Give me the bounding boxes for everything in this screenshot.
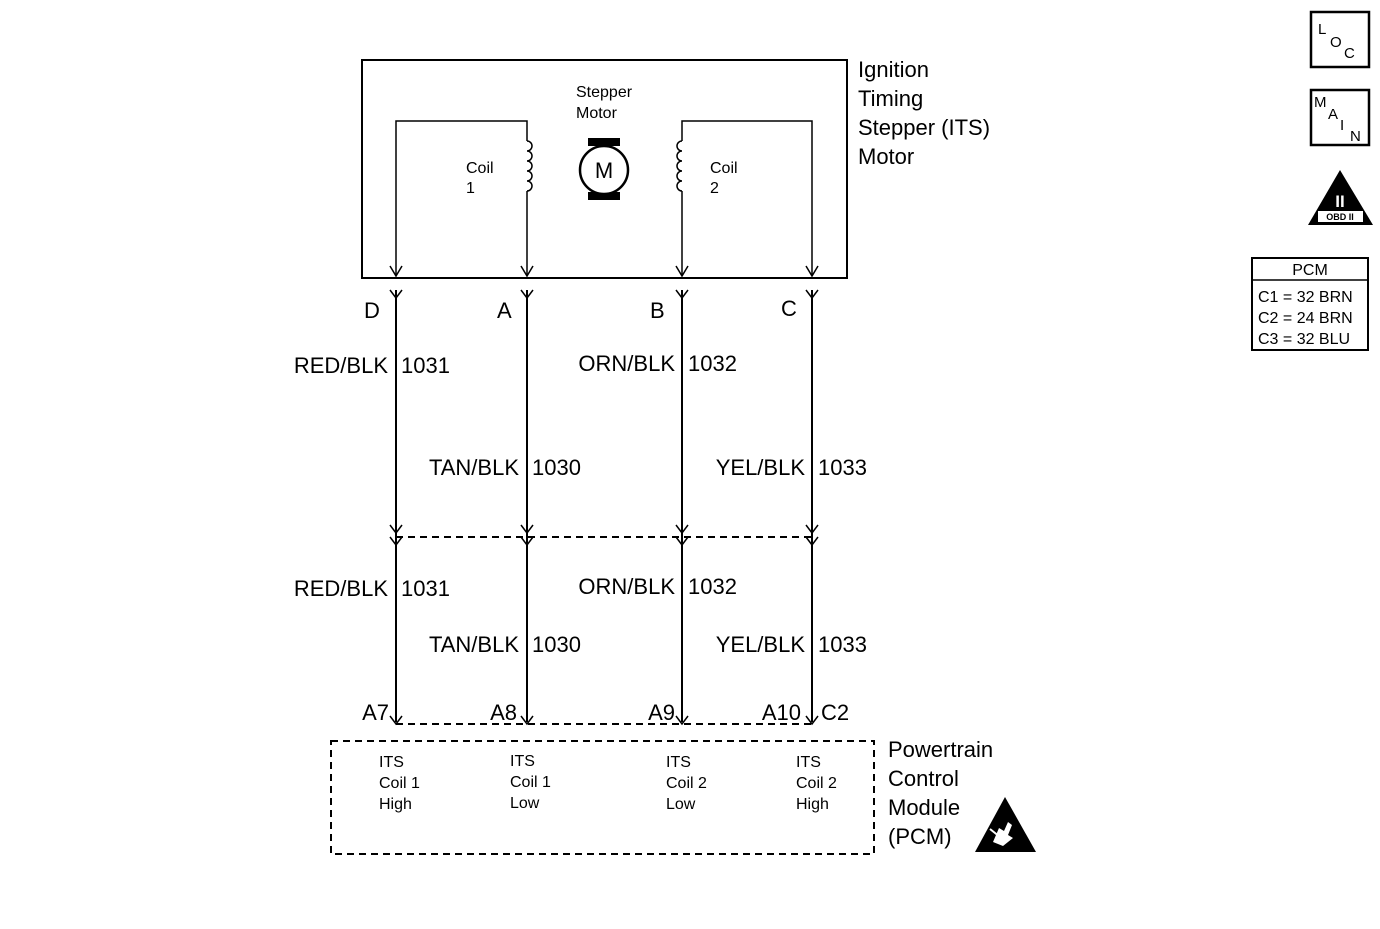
pin-c-label: C: [781, 296, 797, 321]
pcm-term-3-line-2: Coil 2: [666, 775, 707, 792]
connector-table-row-1: C1 = 32 BRN: [1258, 289, 1353, 306]
pcm-box: [330, 740, 875, 855]
svg-text:OBD II: OBD II: [1326, 212, 1354, 222]
pcm-pin-a9: A9: [648, 700, 675, 725]
pcm-term-2-line-2: Coil 1: [510, 774, 551, 791]
pcm-term-1-line-2: Coil 1: [379, 775, 420, 792]
svg-text:O: O: [1330, 34, 1342, 51]
connector-table: PCM C1 = 32 BRN C2 = 24 BRN C3 = 32 BLU: [1251, 257, 1369, 351]
loc-icon[interactable]: L O C: [1309, 10, 1371, 69]
its-title-line-4: Motor: [858, 144, 914, 169]
pcm-pin-a7: A7: [362, 700, 389, 725]
svg-text:L: L: [1318, 21, 1326, 38]
pin-b-label: B: [650, 298, 665, 323]
pcm-term-3-line-1: ITS: [666, 754, 691, 771]
pcm-term-1-line-3: High: [379, 796, 412, 813]
coil-1-label-2: 1: [466, 180, 475, 197]
stepper-motor-label-2: Motor: [576, 105, 618, 122]
pcm-connector-c2: C2: [821, 700, 849, 725]
svg-text:C: C: [1344, 45, 1355, 62]
wire-b-circuit-upper: 1032: [688, 351, 737, 376]
wire-b-color-upper: ORN/BLK: [578, 351, 675, 376]
wire-a-color-upper: TAN/BLK: [429, 455, 519, 480]
its-title-line-3: Stepper (ITS): [858, 115, 990, 140]
svg-text:M: M: [595, 158, 613, 183]
wire-d-color-lower: RED/BLK: [294, 576, 388, 601]
svg-text:II: II: [1335, 192, 1344, 211]
pcm-term-3-line-3: Low: [666, 796, 696, 813]
connector-table-header: PCM: [1292, 262, 1328, 279]
pcm-title-line-4: (PCM): [888, 824, 952, 849]
connector-table-row-2: C2 = 24 BRN: [1258, 310, 1353, 327]
its-title-line-1: Ignition: [858, 57, 929, 82]
its-title-line-2: Timing: [858, 86, 923, 111]
pcm-term-2-line-3: Low: [510, 795, 540, 812]
wire-c-circuit-lower: 1033: [818, 632, 867, 657]
inline-connector: [389, 524, 819, 547]
obd-ii-icon[interactable]: II OBD II: [1308, 170, 1373, 225]
pcm-title-line-1: Powertrain: [888, 737, 993, 762]
motor-connector: [389, 289, 819, 300]
pin-d-label: D: [364, 298, 380, 323]
wire-b-circuit-lower: 1032: [688, 574, 737, 599]
svg-text:A: A: [1328, 106, 1338, 123]
pcm-pin-a10: A10: [762, 700, 801, 725]
svg-text:M: M: [1314, 94, 1327, 111]
its-motor-box: [361, 59, 848, 279]
wire-c-color-upper: YEL/BLK: [716, 455, 806, 480]
wire-b-color-lower: ORN/BLK: [578, 574, 675, 599]
wire-d-circuit-lower: 1031: [401, 576, 450, 601]
wire-a-circuit-lower: 1030: [532, 632, 581, 657]
pcm-term-4-line-1: ITS: [796, 754, 821, 771]
coil-2-label-1: Coil: [710, 160, 738, 177]
coil-1-label-1: Coil: [466, 160, 494, 177]
pcm-pin-a8: A8: [490, 700, 517, 725]
motor-icon: M: [578, 138, 630, 200]
wire-c-circuit-upper: 1033: [818, 455, 867, 480]
svg-text:I: I: [1340, 117, 1344, 134]
pcm-term-2-line-1: ITS: [510, 753, 535, 770]
wire-d-color-upper: RED/BLK: [294, 353, 388, 378]
wire-d-circuit-upper: 1031: [401, 353, 450, 378]
stepper-motor-label-1: Stepper: [576, 84, 633, 101]
pin-a-label: A: [497, 298, 512, 323]
harness-wires: [395, 290, 813, 722]
wire-a-color-lower: TAN/BLK: [429, 632, 519, 657]
coil-2-label-2: 2: [710, 180, 719, 197]
pcm-connector: [389, 715, 819, 726]
coil-2-circuit: [675, 120, 819, 278]
wire-a-circuit-upper: 1030: [532, 455, 581, 480]
coil-1-circuit: [389, 120, 534, 278]
pcm-title-line-3: Module: [888, 795, 960, 820]
pcm-title-line-2: Control: [888, 766, 959, 791]
pcm-term-1-line-1: ITS: [379, 754, 404, 771]
connector-table-row-3: C3 = 32 BLU: [1258, 331, 1350, 348]
esd-warning-icon: [975, 797, 1036, 852]
wire-c-color-lower: YEL/BLK: [716, 632, 806, 657]
main-icon[interactable]: M A I N: [1309, 88, 1371, 147]
pcm-term-4-line-3: High: [796, 796, 829, 813]
pcm-term-4-line-2: Coil 2: [796, 775, 837, 792]
svg-text:N: N: [1350, 128, 1361, 145]
